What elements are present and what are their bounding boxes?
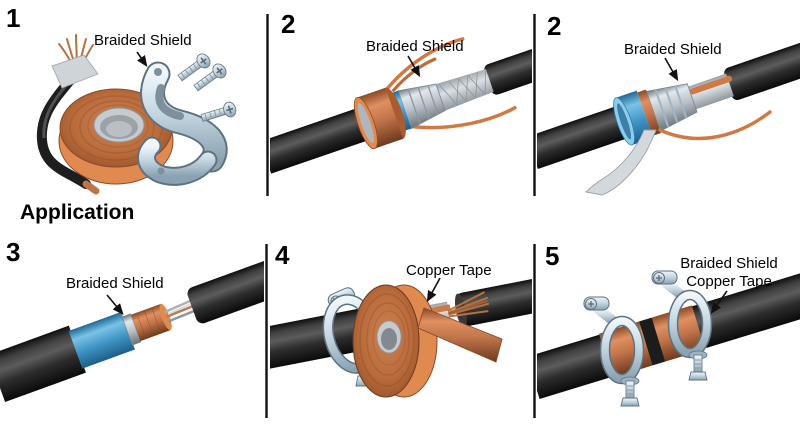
- panel-number-4: 4: [275, 240, 290, 270]
- copper-tape-label: Copper Tape: [406, 262, 492, 279]
- braided-shield-label: Braided Shield: [366, 38, 464, 55]
- panel-number-2: 2: [281, 9, 296, 39]
- panel1-components: [36, 34, 239, 195]
- braided-shield-label: Braided Shield: [624, 41, 722, 58]
- label-arrow: [710, 290, 728, 314]
- panel4-illustration: [0, 259, 264, 403]
- gap-band: [639, 317, 666, 366]
- copper-braid-sleeve: [130, 303, 172, 342]
- braided-shield-copper-tape-label: Braided Shield Copper Tape: [669, 255, 789, 291]
- panel-dividers: [265, 14, 536, 418]
- copper-drain-wire: [383, 37, 465, 93]
- panel5-illustration: [270, 276, 532, 398]
- copper-band: [353, 87, 406, 150]
- copper-tape-strip: [417, 307, 503, 363]
- cable-jacket-right: [187, 259, 264, 324]
- copper-drain-wire: [411, 105, 517, 130]
- label-arrow: [106, 294, 124, 315]
- cable-jacket-right: [484, 36, 532, 95]
- copper-drain-wire: [658, 110, 772, 141]
- copper-ring: [637, 89, 661, 136]
- braided-shield-label: Braided Shield: [94, 32, 192, 49]
- copper-core: [689, 75, 733, 95]
- panel3-illustration: [537, 36, 800, 196]
- panel-number-3: 3: [6, 237, 21, 267]
- panel2-illustration: [270, 36, 532, 174]
- cable-jacket-right: [456, 276, 532, 327]
- cable-jacket-left: [270, 306, 379, 370]
- braid-hatch: [439, 71, 486, 105]
- label-arrow: [407, 55, 421, 78]
- cable-jacket-right: [724, 36, 800, 101]
- label-line-1: Braided Shield: [680, 255, 778, 272]
- braid-section: [435, 69, 494, 111]
- braided-shield-clamp: [137, 61, 228, 186]
- silver-ring: [121, 313, 142, 346]
- copper-tape-roll-on-cable: [352, 284, 438, 398]
- application-section-label: Application: [20, 201, 135, 224]
- panel6-illustration: [537, 271, 800, 406]
- tape-strip: [585, 129, 657, 196]
- label-arrow: [664, 57, 679, 82]
- panel-number-5: 5: [545, 241, 560, 271]
- copper-strands: [447, 291, 490, 318]
- inner-conductors: [164, 298, 199, 323]
- label-arrow: [136, 51, 148, 67]
- panel-number-2b: 2: [547, 11, 562, 41]
- cable-jacket-left: [270, 105, 378, 174]
- cable-jacket-left: [537, 104, 633, 170]
- blue-insulation: [68, 311, 135, 369]
- braided-shield-label: Braided Shield: [66, 275, 164, 292]
- label-line-2: Copper Tape: [686, 273, 772, 290]
- cable-jacket-left: [0, 325, 86, 403]
- label-arrow: [426, 277, 441, 303]
- panel-number-1: 1: [6, 3, 21, 33]
